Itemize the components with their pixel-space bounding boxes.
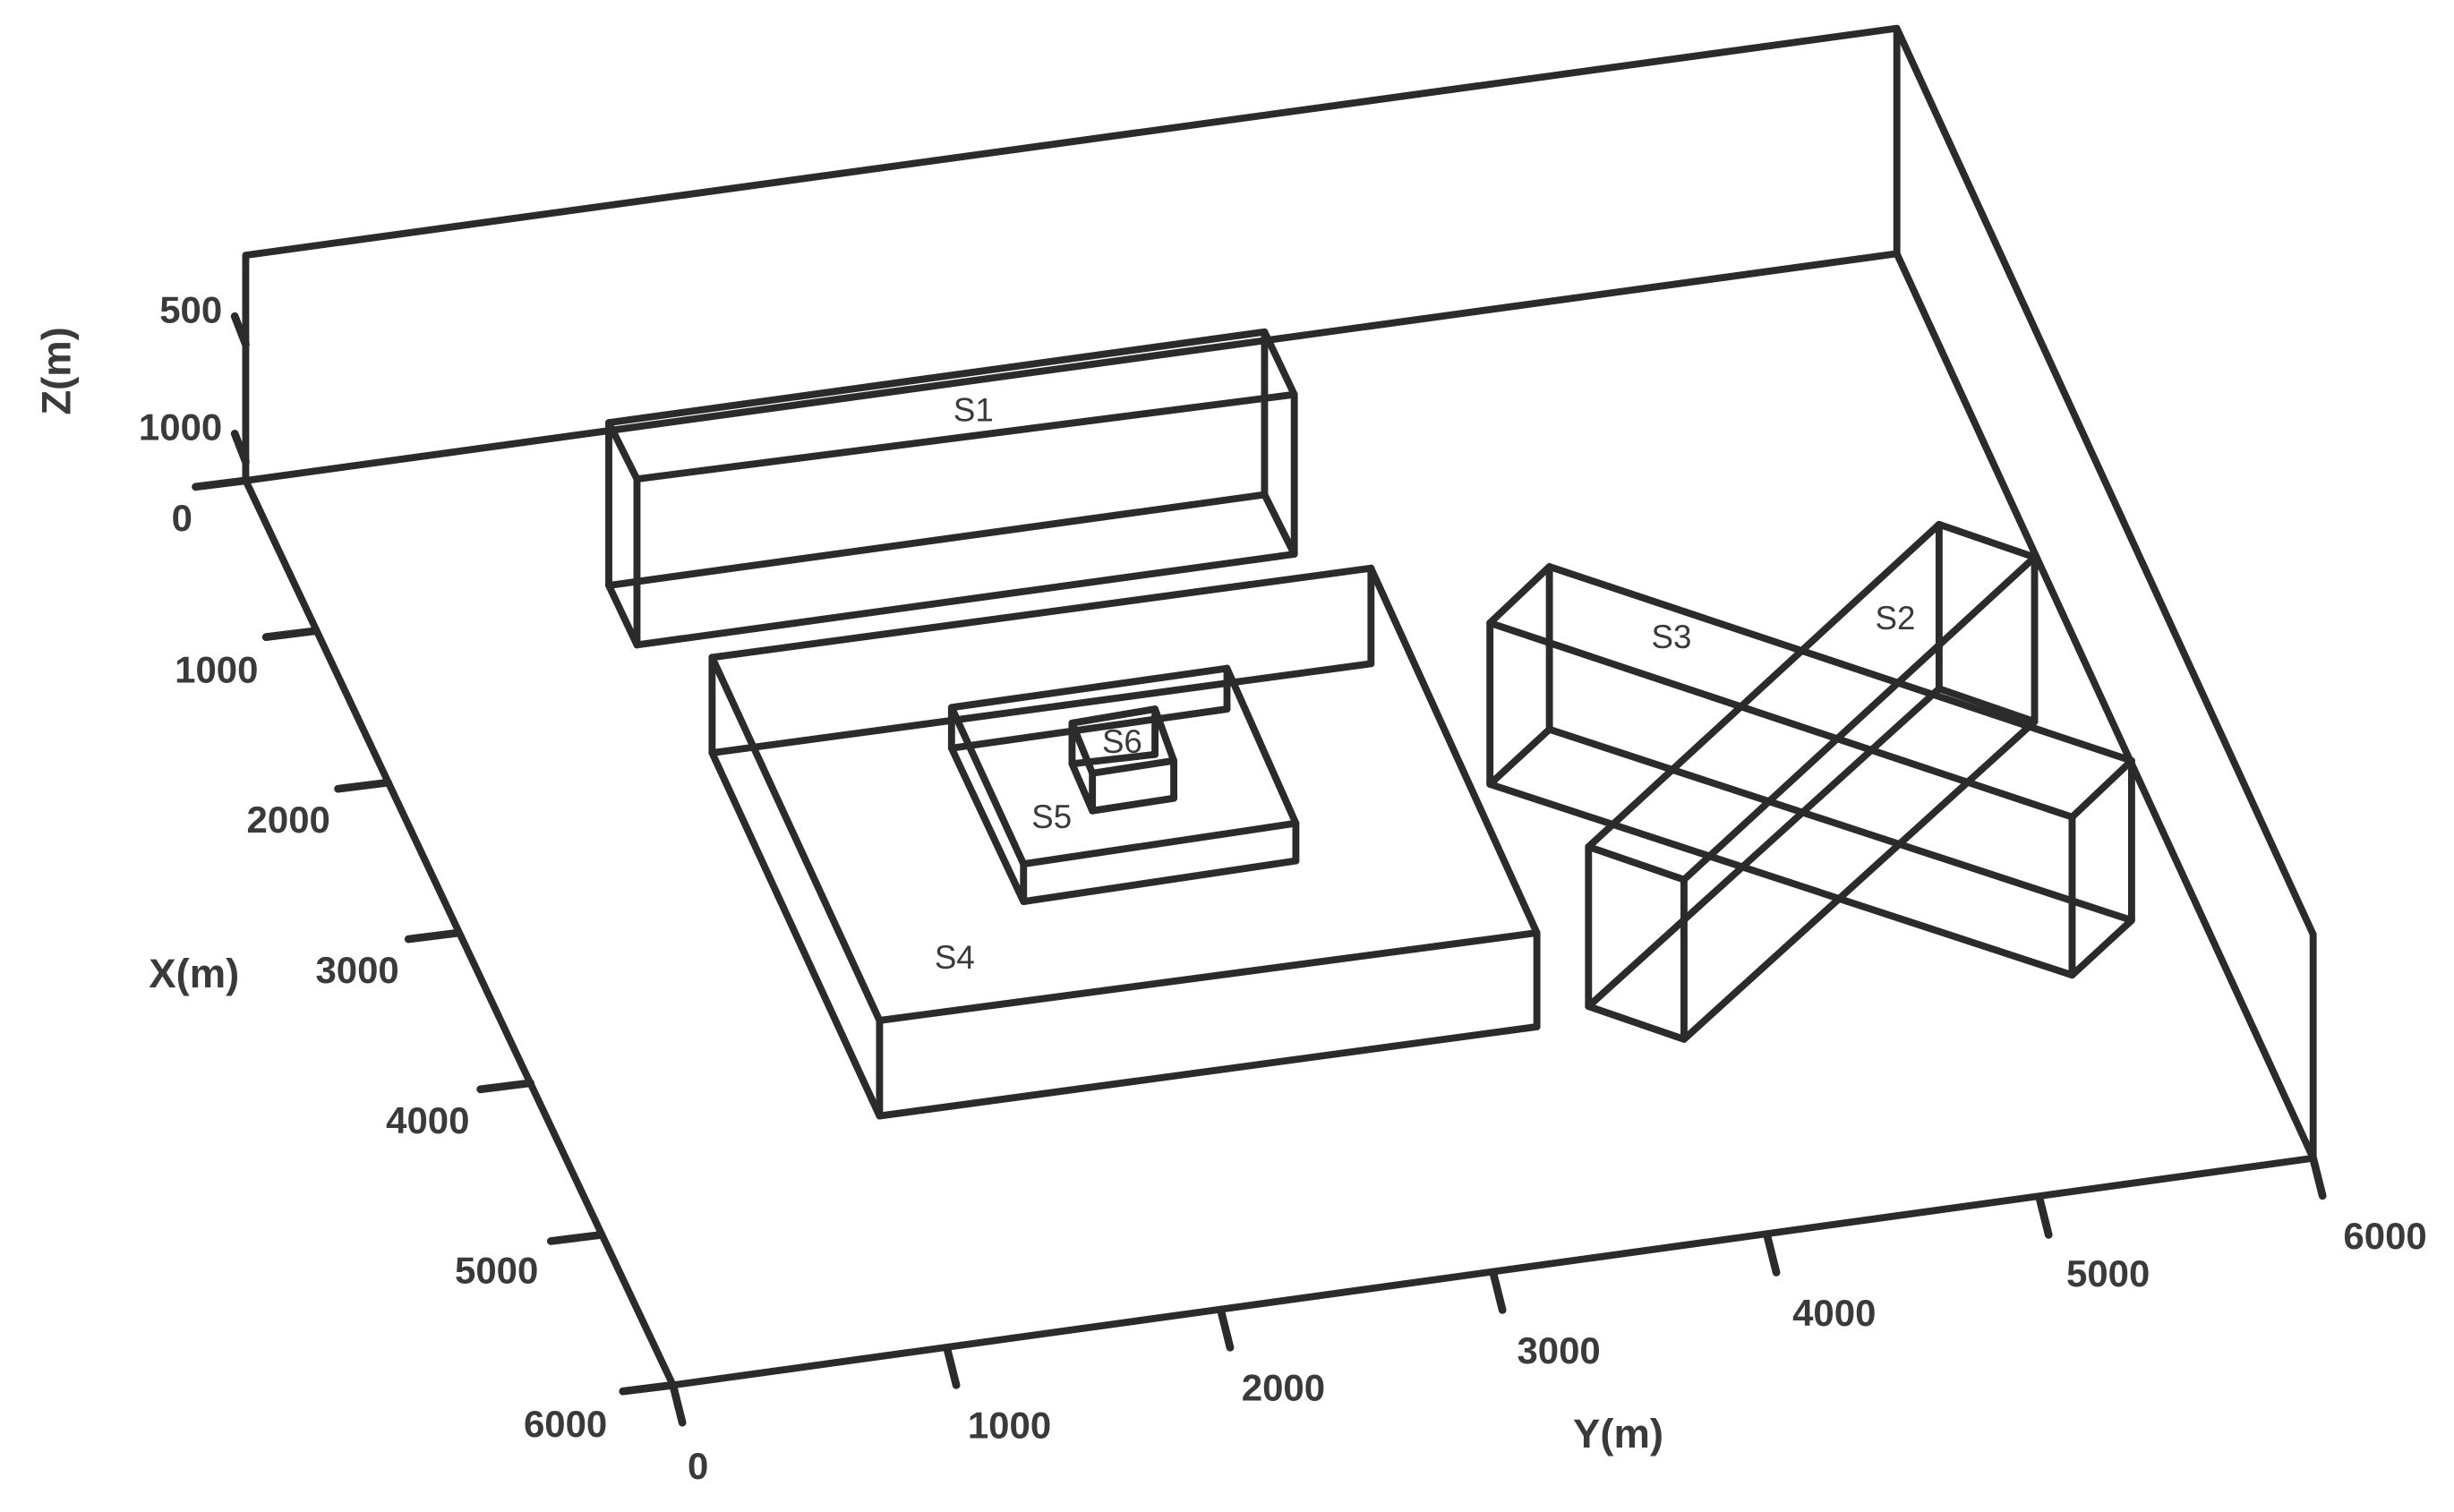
body-label-s1: S1 — [953, 391, 994, 428]
y-tick-0 — [669, 1380, 687, 1427]
y-tick-label-3000: 3000 — [1517, 1329, 1600, 1371]
body-s5: S5 — [947, 664, 1300, 906]
x-axis: 0 1000 2000 3000 4000 5000 6000 X(m) — [149, 476, 678, 1445]
z-tick-label-1000: 1000 — [139, 406, 222, 448]
y-tick-label-1000: 1000 — [968, 1405, 1051, 1447]
right-wall-edge — [1893, 24, 2317, 938]
y-axis-label: Y(m) — [1573, 1411, 1663, 1456]
x-tick-3000 — [404, 928, 463, 944]
x-tick-label-2000: 2000 — [247, 799, 330, 841]
z-axis: 500 1000 Z(m) — [34, 288, 250, 466]
y-tick-3000 — [1489, 1268, 1507, 1314]
body-s3: S3 — [1486, 563, 2135, 979]
x-tick-label-5000: 5000 — [455, 1250, 538, 1292]
z-tick-1000 — [230, 430, 250, 466]
x-tick-label-6000: 6000 — [524, 1403, 607, 1445]
x-tick-label-3000: 3000 — [315, 949, 398, 991]
y-tick-label-5000: 5000 — [2066, 1252, 2150, 1294]
z-axis-label: Z(m) — [34, 327, 80, 414]
x-tick-1000 — [261, 627, 321, 642]
y-tick-label-0: 0 — [688, 1445, 708, 1487]
x-tick-5000 — [546, 1231, 605, 1245]
y-tick-4000 — [1763, 1231, 1781, 1277]
body-s4: S4 — [708, 564, 1541, 1120]
y-tick-label-6000: 6000 — [2343, 1215, 2426, 1257]
body-s1: S1 — [605, 328, 1298, 649]
back-wall — [242, 24, 1901, 484]
body-label-s6: S6 — [1102, 723, 1142, 760]
x-axis-label: X(m) — [149, 951, 239, 996]
body-s2: S2 — [1585, 520, 2039, 1043]
y-tick-label-4000: 4000 — [1792, 1292, 1876, 1334]
x-tick-2000 — [334, 778, 392, 793]
body-label-s4: S4 — [935, 939, 975, 976]
body-s6: S6 — [1068, 705, 1177, 815]
body-label-s3: S3 — [1652, 619, 1692, 655]
y-tick-5000 — [2035, 1193, 2053, 1239]
y-tick-6000 — [2309, 1154, 2327, 1200]
y-tick-1000 — [943, 1343, 961, 1389]
domain-box — [242, 24, 2317, 1389]
x-tick-6000 — [619, 1380, 678, 1396]
x-tick-label-4000: 4000 — [386, 1099, 469, 1141]
body-label-s2: S2 — [1875, 600, 1915, 636]
z-tick-label-500: 500 — [159, 288, 222, 330]
y-tick-label-2000: 2000 — [1242, 1367, 1325, 1409]
x-tick-0 — [192, 476, 250, 491]
floor-outline — [242, 250, 2317, 1389]
body-label-s5: S5 — [1031, 799, 1072, 835]
y-tick-2000 — [1217, 1305, 1235, 1352]
y-axis: 0 1000 2000 3000 4000 5000 6000 Y(m) — [669, 1154, 2427, 1487]
z-tick-500 — [230, 312, 250, 349]
x-tick-label-1000: 1000 — [175, 648, 258, 690]
x-tick-label-0: 0 — [172, 497, 192, 539]
x-tick-4000 — [476, 1079, 534, 1094]
